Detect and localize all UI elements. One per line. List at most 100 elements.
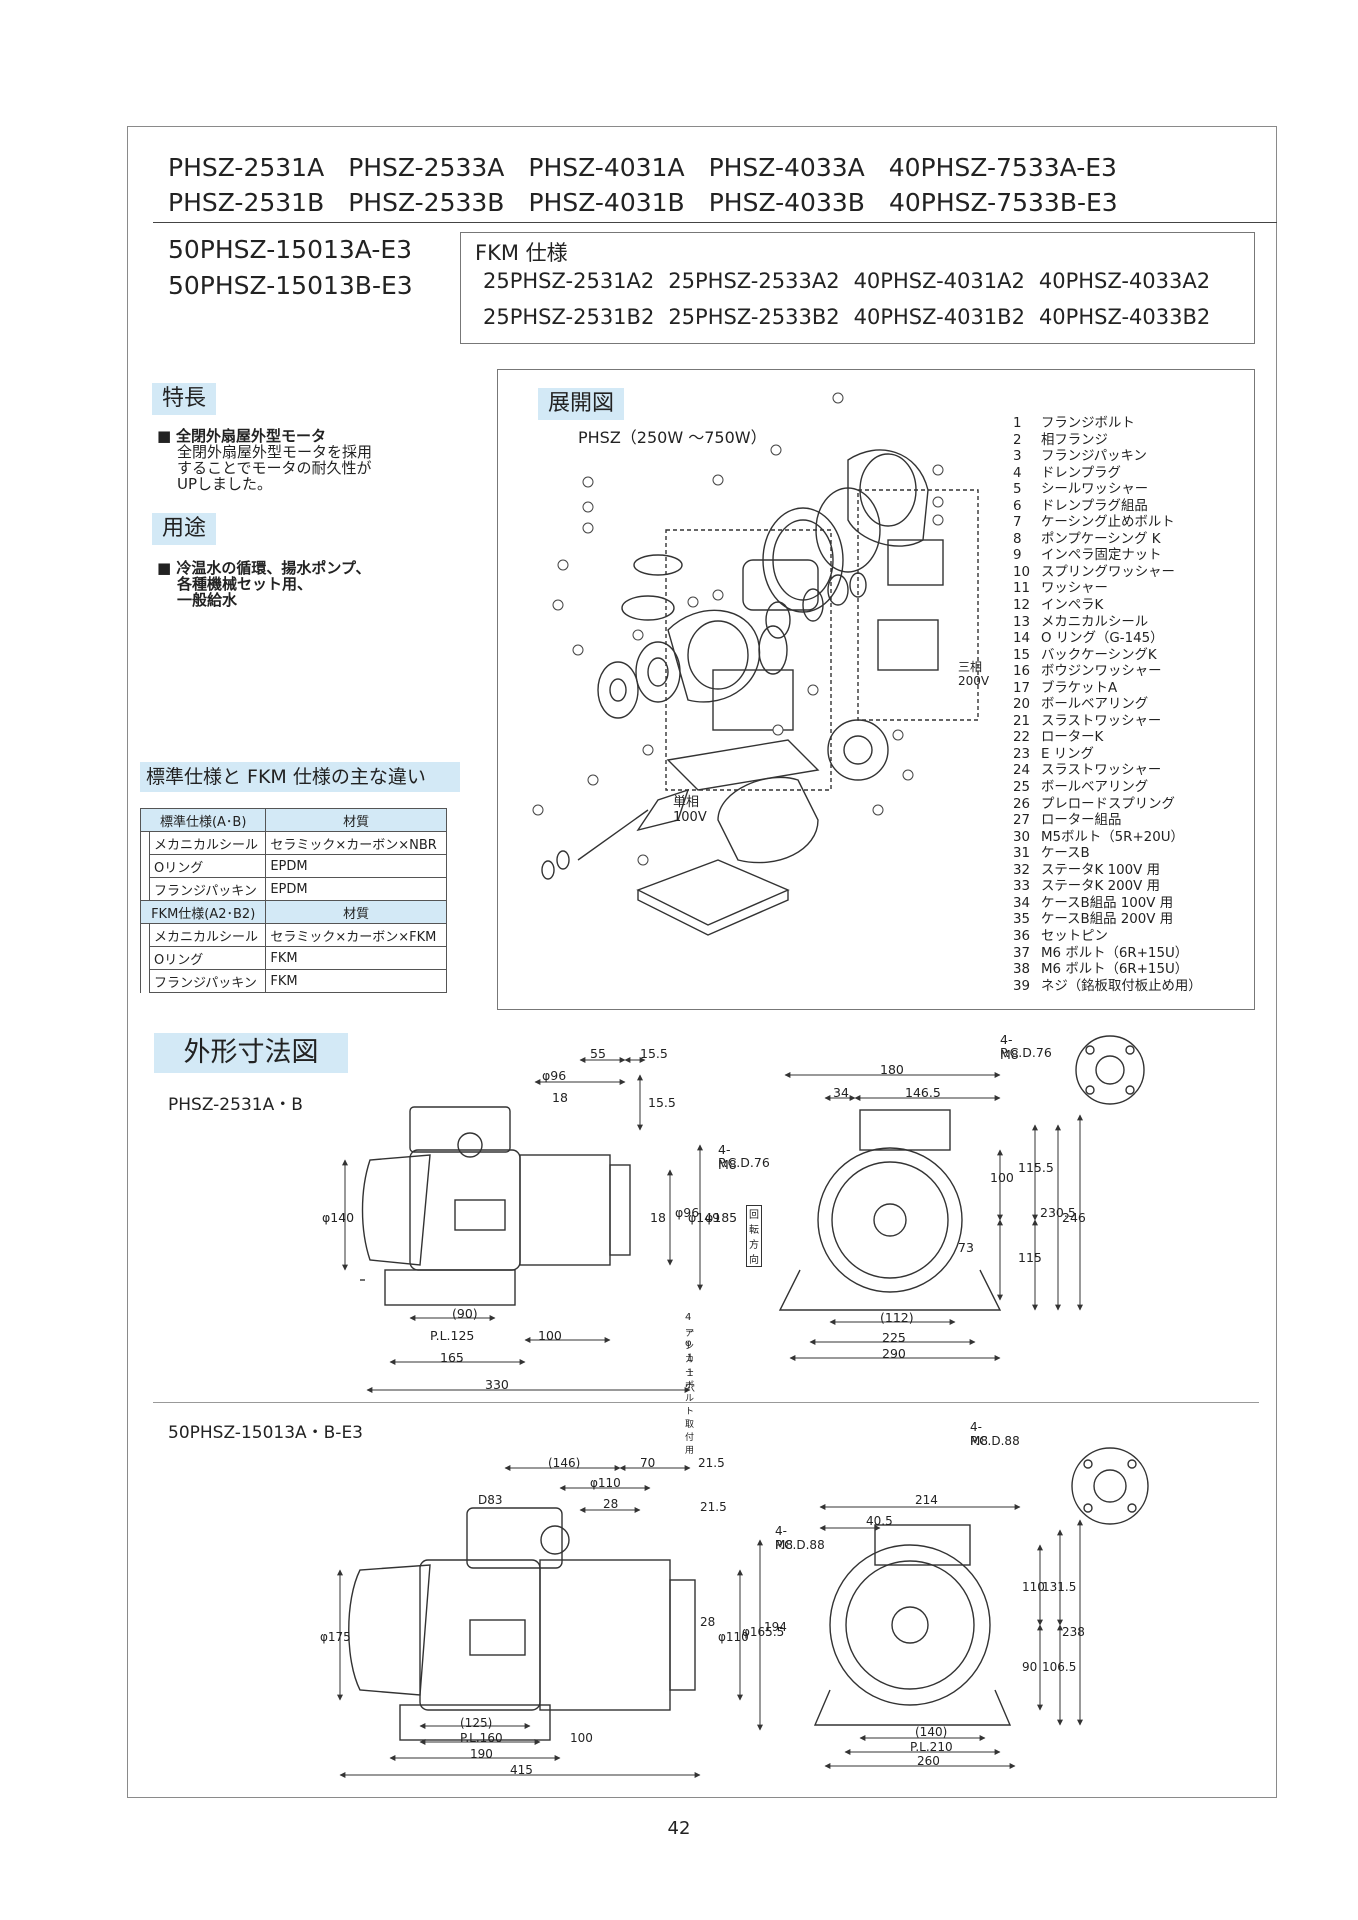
part-label: ケーシング止めボルト xyxy=(1041,515,1175,531)
dim-label: 230.5 xyxy=(1040,1205,1076,1220)
model-name: PHSZ-2533A xyxy=(348,153,505,182)
usage-line: 一般給水 xyxy=(177,591,238,609)
material-cell: セラミック×カーボン×NBR xyxy=(265,831,447,855)
part-label: プレロードスプリング xyxy=(1041,796,1175,812)
part-item: 32 ステータK 100V 用 xyxy=(1013,863,1202,880)
dim-label: 55 xyxy=(590,1046,606,1061)
dim-label: 246 xyxy=(1062,1210,1086,1225)
std-header: 標準仕様(A･B) xyxy=(139,808,267,832)
part-label: ケースB組品 100V 用 xyxy=(1041,895,1174,911)
dim-label: (90) xyxy=(452,1306,478,1321)
dim-label: 330 xyxy=(485,1377,509,1392)
fkm-row-b: 25PHSZ-2531B2 25PHSZ-2533B2 40PHSZ-4031B2 4… xyxy=(483,305,1224,329)
dim-label: 110 xyxy=(1022,1580,1045,1594)
dim-label: φ110 xyxy=(590,1476,621,1490)
usage-line: 各種機械セット用、 xyxy=(177,575,313,593)
model-name: 25PHSZ-2531B2 xyxy=(483,305,655,329)
part-number: 10 xyxy=(1013,564,1031,580)
part-number: 9 xyxy=(1013,548,1022,564)
table-row: 標準仕様(A･B) 材質 xyxy=(139,808,447,832)
part-number: 37 xyxy=(1013,945,1031,961)
dim-label: 115.5 xyxy=(1018,1160,1054,1175)
part-label: バックケーシングK xyxy=(1041,647,1157,663)
part-label: O リング（G-145） xyxy=(1041,631,1164,647)
part-number: 27 xyxy=(1013,813,1031,829)
model-name: PHSZ-4031B xyxy=(528,188,685,217)
dim-label: 131.5 xyxy=(1042,1580,1077,1594)
page-number: 42 xyxy=(667,1818,691,1839)
part-number: 20 xyxy=(1013,697,1031,713)
dim-label: 260 xyxy=(917,1754,940,1768)
part-item: 35 ケースB組品 200V 用 xyxy=(1013,912,1202,929)
model-name: 40PHSZ-7533B-E3 xyxy=(888,188,1118,217)
material-header: 材質 xyxy=(265,808,447,832)
dim-label: (112) xyxy=(880,1310,914,1325)
dim-label: 4-M8 xyxy=(775,1524,793,1552)
fkm-title: FKM 仕様 xyxy=(475,241,568,265)
label-line: 三相 xyxy=(958,660,983,674)
part-number: 5 xyxy=(1013,482,1022,498)
part-number: 14 xyxy=(1013,631,1031,647)
part-number: 25 xyxy=(1013,780,1031,796)
model-name: 25PHSZ-2531A2 xyxy=(483,269,655,293)
part-label: ドレンプラグ組品 xyxy=(1041,498,1148,514)
model-name: 40PHSZ-4031B2 xyxy=(853,305,1025,329)
table-row: FKM仕様(A2･B2) 材質 xyxy=(139,900,447,924)
label-single-phase: 単相 100V xyxy=(673,795,707,825)
bullet-icon: ■ xyxy=(157,427,172,445)
part-number: 35 xyxy=(1013,912,1031,928)
part-number: 32 xyxy=(1013,862,1031,878)
dim-label: 90 xyxy=(1022,1660,1038,1674)
dimension-model-1: PHSZ-2531A・B xyxy=(168,1095,303,1115)
dim-label: アンカーボルト取付用 xyxy=(685,1329,695,1456)
part-label: セットピン xyxy=(1041,928,1108,944)
dim-label: P.L.210 xyxy=(910,1740,953,1754)
part-number: 24 xyxy=(1013,763,1031,779)
part-number: 38 xyxy=(1013,962,1031,978)
part-number: 33 xyxy=(1013,879,1031,895)
part-number: 2 xyxy=(1013,432,1022,448)
part-label: ローター組品 xyxy=(1041,813,1122,829)
dim-label: φ140 xyxy=(322,1210,355,1225)
features-tag: 特長 xyxy=(152,383,217,415)
part-label: ケースB組品 200V 用 xyxy=(1041,912,1174,928)
part-label: スラストワッシャー xyxy=(1041,713,1162,729)
dim-label: 15.5 xyxy=(640,1046,668,1061)
part-number: 6 xyxy=(1013,498,1022,514)
dim-label: 28 xyxy=(700,1615,716,1629)
model-name: 40PHSZ-4033B2 xyxy=(1038,305,1211,329)
part-number: 3 xyxy=(1013,449,1022,465)
page-frame xyxy=(127,126,1277,1798)
model-name: 25PHSZ-2533B2 xyxy=(668,305,840,329)
part-label: M6 ボルト（6R+15U） xyxy=(1041,962,1189,978)
model-name: 40PHSZ-4033A2 xyxy=(1038,269,1211,293)
model-name: 50PHSZ-15013B-E3 xyxy=(168,271,413,300)
dim-label: 146.5 xyxy=(905,1085,941,1100)
part-label: 相フランジ xyxy=(1041,432,1108,448)
part-number: 31 xyxy=(1013,846,1031,862)
dim-label: 15.5 xyxy=(648,1095,676,1110)
part-label: シールワッシャー xyxy=(1041,482,1149,498)
section-divider xyxy=(153,1402,1259,1403)
dim-label: P.C.D.88 xyxy=(970,1434,1020,1448)
part-label: ボールベアリング xyxy=(1041,697,1149,713)
part-label: ステータK 100V 用 xyxy=(1041,862,1160,878)
dim-label: 4－φ１１穴 xyxy=(685,1312,695,1394)
feature-line: することでモータの耐久性が xyxy=(177,459,372,477)
label-line: 単相 xyxy=(673,795,700,810)
dim-label: φ96 xyxy=(542,1068,567,1083)
part-number: 26 xyxy=(1013,796,1031,812)
dim-label: D83 xyxy=(478,1493,503,1507)
